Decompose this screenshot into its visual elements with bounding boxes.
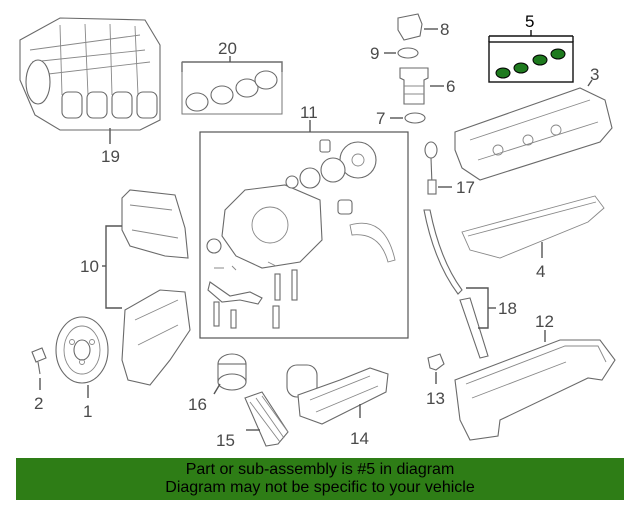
callout-9: 9 — [370, 44, 379, 63]
banner-line-1: Part or sub-assembly is #5 in diagram — [185, 461, 455, 478]
callout-2: 2 — [34, 394, 43, 413]
callout-14: 14 — [350, 429, 369, 448]
banner-line-2: Diagram may not be specific to your vehi… — [165, 479, 475, 496]
part-13-drain-plug — [427, 353, 445, 371]
part-19-intake-manifold — [19, 17, 161, 131]
part-9-seal — [397, 47, 419, 59]
callout-6: 6 — [446, 77, 455, 96]
part-10-timing-cover — [121, 189, 191, 386]
callout-1: 1 — [83, 402, 92, 421]
callout-12: 12 — [535, 312, 554, 331]
part-4-valve-cover-gasket — [461, 195, 605, 259]
part-7-o-ring — [404, 112, 426, 124]
callout-3: 3 — [590, 65, 599, 84]
part-3-valve-cover — [454, 87, 613, 181]
part-20-gasket-set — [181, 61, 283, 115]
callout-18: 18 — [498, 299, 517, 318]
part-16-filter-cap — [217, 353, 247, 391]
part-18-dipstick-tube — [423, 209, 489, 359]
part-15-oil-filter — [244, 391, 289, 447]
callout-15: 15 — [216, 431, 235, 450]
callout-10: 10 — [80, 257, 99, 276]
part-8-oil-cap — [397, 13, 423, 41]
part-5-seal-set — [488, 35, 574, 83]
callout-8: 8 — [440, 20, 449, 39]
callout-7: 7 — [376, 109, 385, 128]
part-17-dipstick — [424, 141, 438, 195]
callout-17: 17 — [456, 178, 475, 197]
part-1-crankshaft-damper — [55, 316, 109, 384]
part-14-filter-housing — [286, 364, 389, 425]
callout-19: 19 — [101, 147, 120, 166]
part-2-bolt — [31, 347, 47, 375]
callout-13: 13 — [426, 389, 445, 408]
part-6-filler-tube — [399, 67, 429, 105]
callout-11: 11 — [300, 103, 318, 122]
part-12-oil-pan — [454, 339, 616, 441]
info-banner: Part or sub-assembly is #5 in diagram Di… — [16, 458, 624, 500]
callout-5: 5 — [525, 12, 534, 31]
callout-4: 4 — [536, 262, 545, 281]
callout-20: 20 — [218, 39, 237, 58]
part-11-oil-pump-assembly — [206, 139, 396, 329]
callout-16: 16 — [188, 395, 207, 414]
